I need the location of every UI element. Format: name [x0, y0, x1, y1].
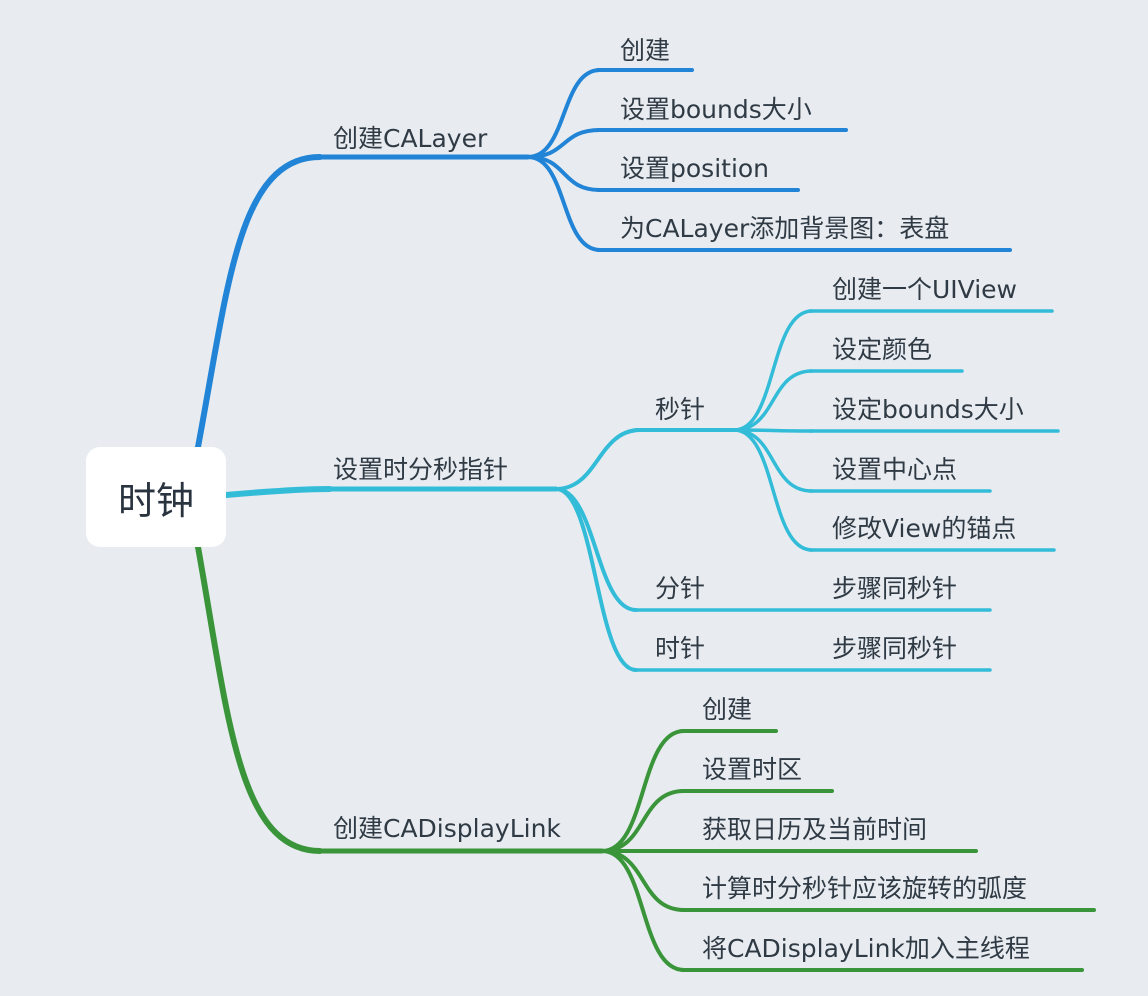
- connector-displaylink-child: [600, 729, 686, 853]
- node-minute-hand[interactable]: 分针: [655, 574, 706, 603]
- leaf-set-position[interactable]: 设置position: [620, 154, 770, 183]
- connector-displaylink-child: [600, 849, 686, 912]
- connector-second-child: [732, 428, 814, 493]
- branch-create-calayer[interactable]: 创建CALayer: [333, 124, 488, 153]
- connector-calayer-child: [526, 68, 602, 159]
- leaf-get-calendar-time[interactable]: 获取日历及当前时间: [702, 815, 928, 844]
- connector-hands-to-hour: [554, 487, 638, 672]
- connector-root-to-calayer: [195, 154, 323, 450]
- node-second-hand[interactable]: 秒针: [655, 395, 706, 424]
- leaf-compute-rotation[interactable]: 计算时分秒针应该旋转的弧度: [702, 874, 1028, 903]
- leaf-create-uiview[interactable]: 创建一个UIView: [832, 275, 1017, 304]
- leaf-set-bounds-size[interactable]: 设定bounds大小: [832, 395, 1024, 424]
- branch-create-cadisplaylink[interactable]: 创建CADisplayLink: [333, 814, 561, 843]
- leaf-set-center[interactable]: 设置中心点: [832, 455, 958, 484]
- root-label: 时钟: [117, 478, 194, 523]
- connector-second-child: [732, 309, 814, 432]
- leaf-set-timezone[interactable]: 设置时区: [702, 755, 803, 784]
- connector-root-to-displaylink: [195, 544, 323, 854]
- leaf-create[interactable]: 创建: [702, 695, 753, 724]
- leaf-same-as-second-hand[interactable]: 步骤同秒针: [832, 634, 958, 663]
- branch-set-hands[interactable]: 设置时分秒指针: [333, 455, 509, 484]
- leaf-modify-anchor[interactable]: 修改View的锚点: [832, 514, 1017, 543]
- leaf-set-color[interactable]: 设定颜色: [832, 335, 933, 364]
- node-hour-hand[interactable]: 时针: [655, 634, 706, 663]
- leaf-create[interactable]: 创建: [620, 36, 671, 65]
- connector-hands-to-second: [554, 428, 642, 491]
- connector-displaylink-child: [600, 849, 686, 972]
- leaf-set-bounds-size[interactable]: 设置bounds大小: [620, 95, 812, 124]
- leaf-add-to-main-thread[interactable]: 将CADisplayLink加入主线程: [702, 934, 1030, 963]
- connector-second-child: [732, 369, 814, 432]
- connector-calayer-child: [526, 155, 602, 252]
- root-node[interactable]: 时钟: [86, 447, 226, 547]
- connector-root-to-hands: [223, 486, 333, 498]
- leaf-add-background-image[interactable]: 为CALayer添加背景图：表盘: [620, 214, 950, 243]
- leaf-same-as-second-hand[interactable]: 步骤同秒针: [832, 574, 958, 603]
- connector-displaylink-child: [600, 789, 686, 853]
- connector-hands-to-minute: [554, 487, 638, 612]
- connector-second-child: [732, 428, 814, 552]
